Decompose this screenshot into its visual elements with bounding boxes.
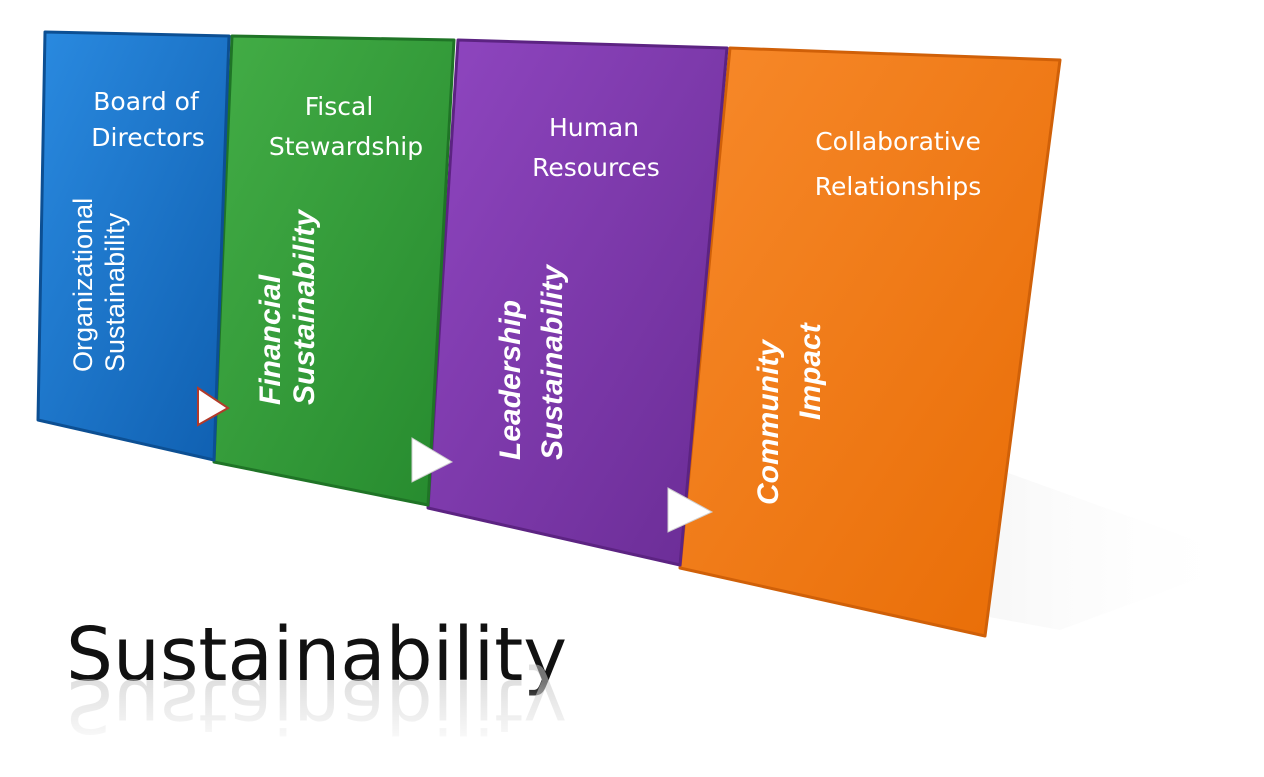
title-reflection: Sustainability: [60, 662, 660, 752]
panel-organizational-header: Board of Directors: [91, 87, 206, 152]
panel-financial-label: Financial Sustainability: [254, 209, 321, 405]
arrow-to-leadership: [411, 437, 454, 483]
panel-leadership-header: Human Resources: [532, 113, 660, 182]
panel-organizational: Board of Directors Organizational Sustai…: [36, 30, 231, 462]
panel-financial-header: Fiscal Stewardship: [269, 92, 423, 161]
panel-community-header: Collaborative Relationships: [815, 127, 989, 201]
panel-organizational-label: Organizational Sustainability: [68, 190, 130, 372]
panel-community-label: Community Impact: [752, 321, 827, 505]
arrow-to-financial: [197, 386, 230, 427]
panel-leadership-label: Leadership Sustainability: [494, 264, 569, 460]
panel-leadership: Human Resources Leadership Sustainabilit…: [426, 38, 729, 567]
panel-financial: Fiscal Stewardship Financial Sustainabil…: [212, 34, 456, 507]
panel-community: Collaborative Relationships Community Im…: [678, 46, 1062, 638]
arrow-to-community: [667, 487, 714, 533]
